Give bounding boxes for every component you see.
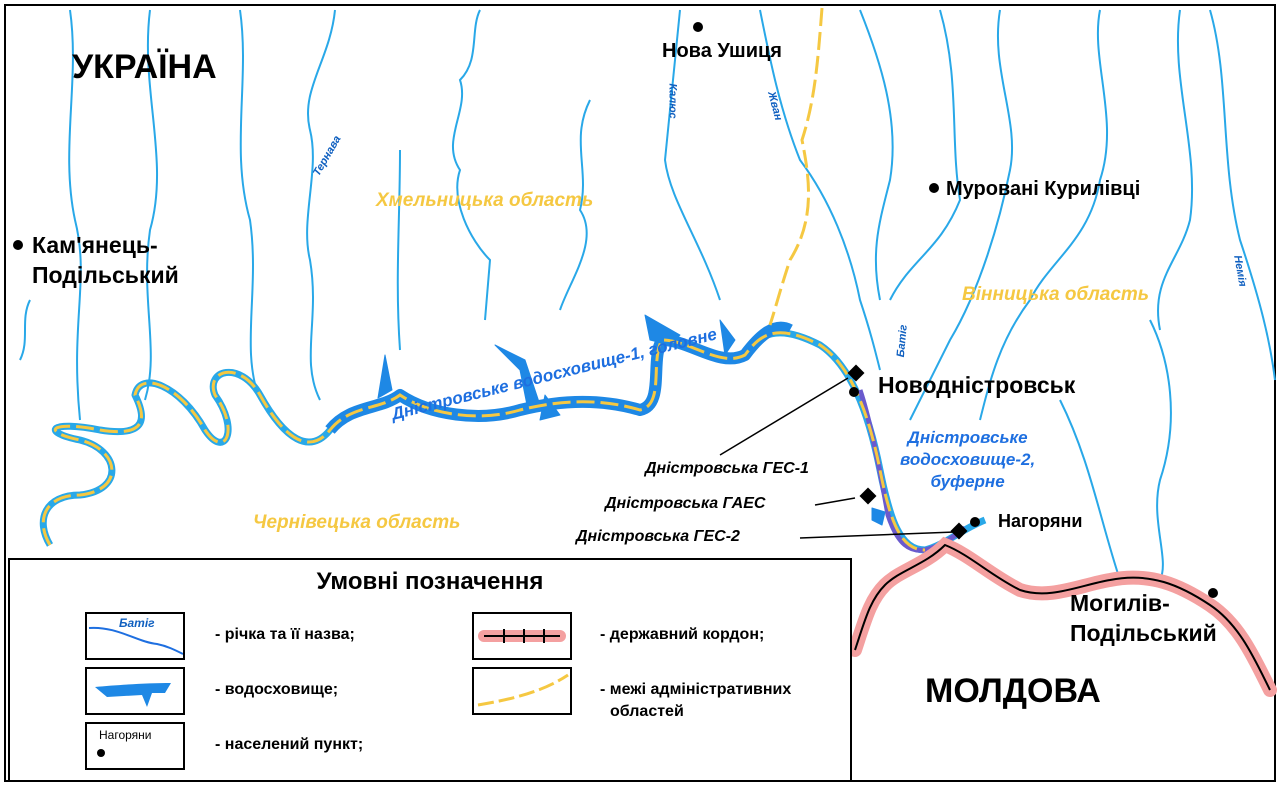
plant-markers — [847, 364, 968, 540]
plant-label-ges1: Дністровська ГЕС-1 — [645, 460, 809, 477]
legend-reservoir-sample — [85, 667, 185, 715]
region-chernivetska: Чернівецька область — [253, 512, 461, 533]
legend-border: - державний кордон; — [600, 626, 765, 643]
river-label-kalius: Калюс — [666, 83, 679, 119]
country-ukraine: УКРАЇНА — [72, 48, 217, 86]
pointer-lines — [719, 377, 956, 539]
state-border — [848, 536, 1277, 697]
settlement-dot — [1208, 588, 1218, 598]
label-line: водосховище-2, — [900, 450, 1036, 469]
label-line: буферне — [930, 472, 1005, 491]
legend-settlement-sample: Нагоряни — [85, 722, 185, 770]
label-line: Дністровське — [907, 428, 1028, 447]
ges2-marker — [950, 522, 968, 540]
settlement-nova-ushytsia: Нова Ушиця — [662, 40, 782, 62]
ges1-marker — [847, 364, 865, 382]
legend-border-sample — [472, 612, 572, 660]
settlement-murovani: Муровані Курилівці — [946, 178, 1141, 200]
gaes-marker — [859, 487, 877, 505]
label-line: Кам'янець- — [32, 232, 158, 258]
legend-settlement: - населений пункт; — [215, 736, 364, 753]
settlement-dot — [929, 183, 939, 193]
label-line: областей — [610, 703, 684, 720]
label-line: - межі адміністративних — [600, 681, 792, 698]
legend-river: - річка та її назва; — [215, 626, 355, 643]
region-vinnytska: Вінницька область — [962, 284, 1150, 305]
reservoir-label-buffer: Дністровське водосховище-2, буферне — [900, 427, 1035, 493]
legend-settlement-sample-label: Нагоряни — [99, 728, 152, 742]
label-line: Подільський — [32, 262, 179, 288]
label-line: Подільський — [1070, 620, 1217, 646]
legend-reservoir: - водосховище; — [215, 681, 339, 698]
tributaries — [19, 9, 1276, 581]
settlement-dot — [970, 517, 980, 527]
settlement-dot — [13, 240, 23, 250]
admin-boundary — [41, 7, 926, 552]
legend-river-sample-label: Батіг — [119, 616, 155, 630]
settlement-nahoriany: Нагоряни — [998, 511, 1083, 531]
legend-river-sample: Батіг — [85, 612, 185, 660]
settlement-kamianets: Кам'янець- Подільський — [32, 230, 179, 290]
legend-admin-sample — [472, 667, 572, 715]
label-line: Могилів- — [1070, 590, 1170, 616]
legend-admin: - межі адміністративних областей — [600, 679, 791, 723]
plant-label-gaes: Дністровська ГАЕС — [605, 495, 766, 512]
region-khmelnytska: Хмельницька область — [376, 190, 594, 211]
country-moldova: МОЛДОВА — [925, 672, 1101, 710]
settlement-novodnistrovsk: Новодністровськ — [878, 372, 1076, 398]
settlement-mohyliv: Могилів- Подільський — [1070, 588, 1217, 648]
settlement-dot — [849, 387, 859, 397]
settlement-dot — [97, 749, 105, 757]
legend-title: Умовні позначення — [316, 568, 544, 595]
settlement-dot — [693, 22, 703, 32]
plant-label-ges2: Дністровська ГЕС-2 — [576, 528, 740, 545]
legend: Умовні позначення Батіг - річка та її на… — [8, 558, 852, 782]
